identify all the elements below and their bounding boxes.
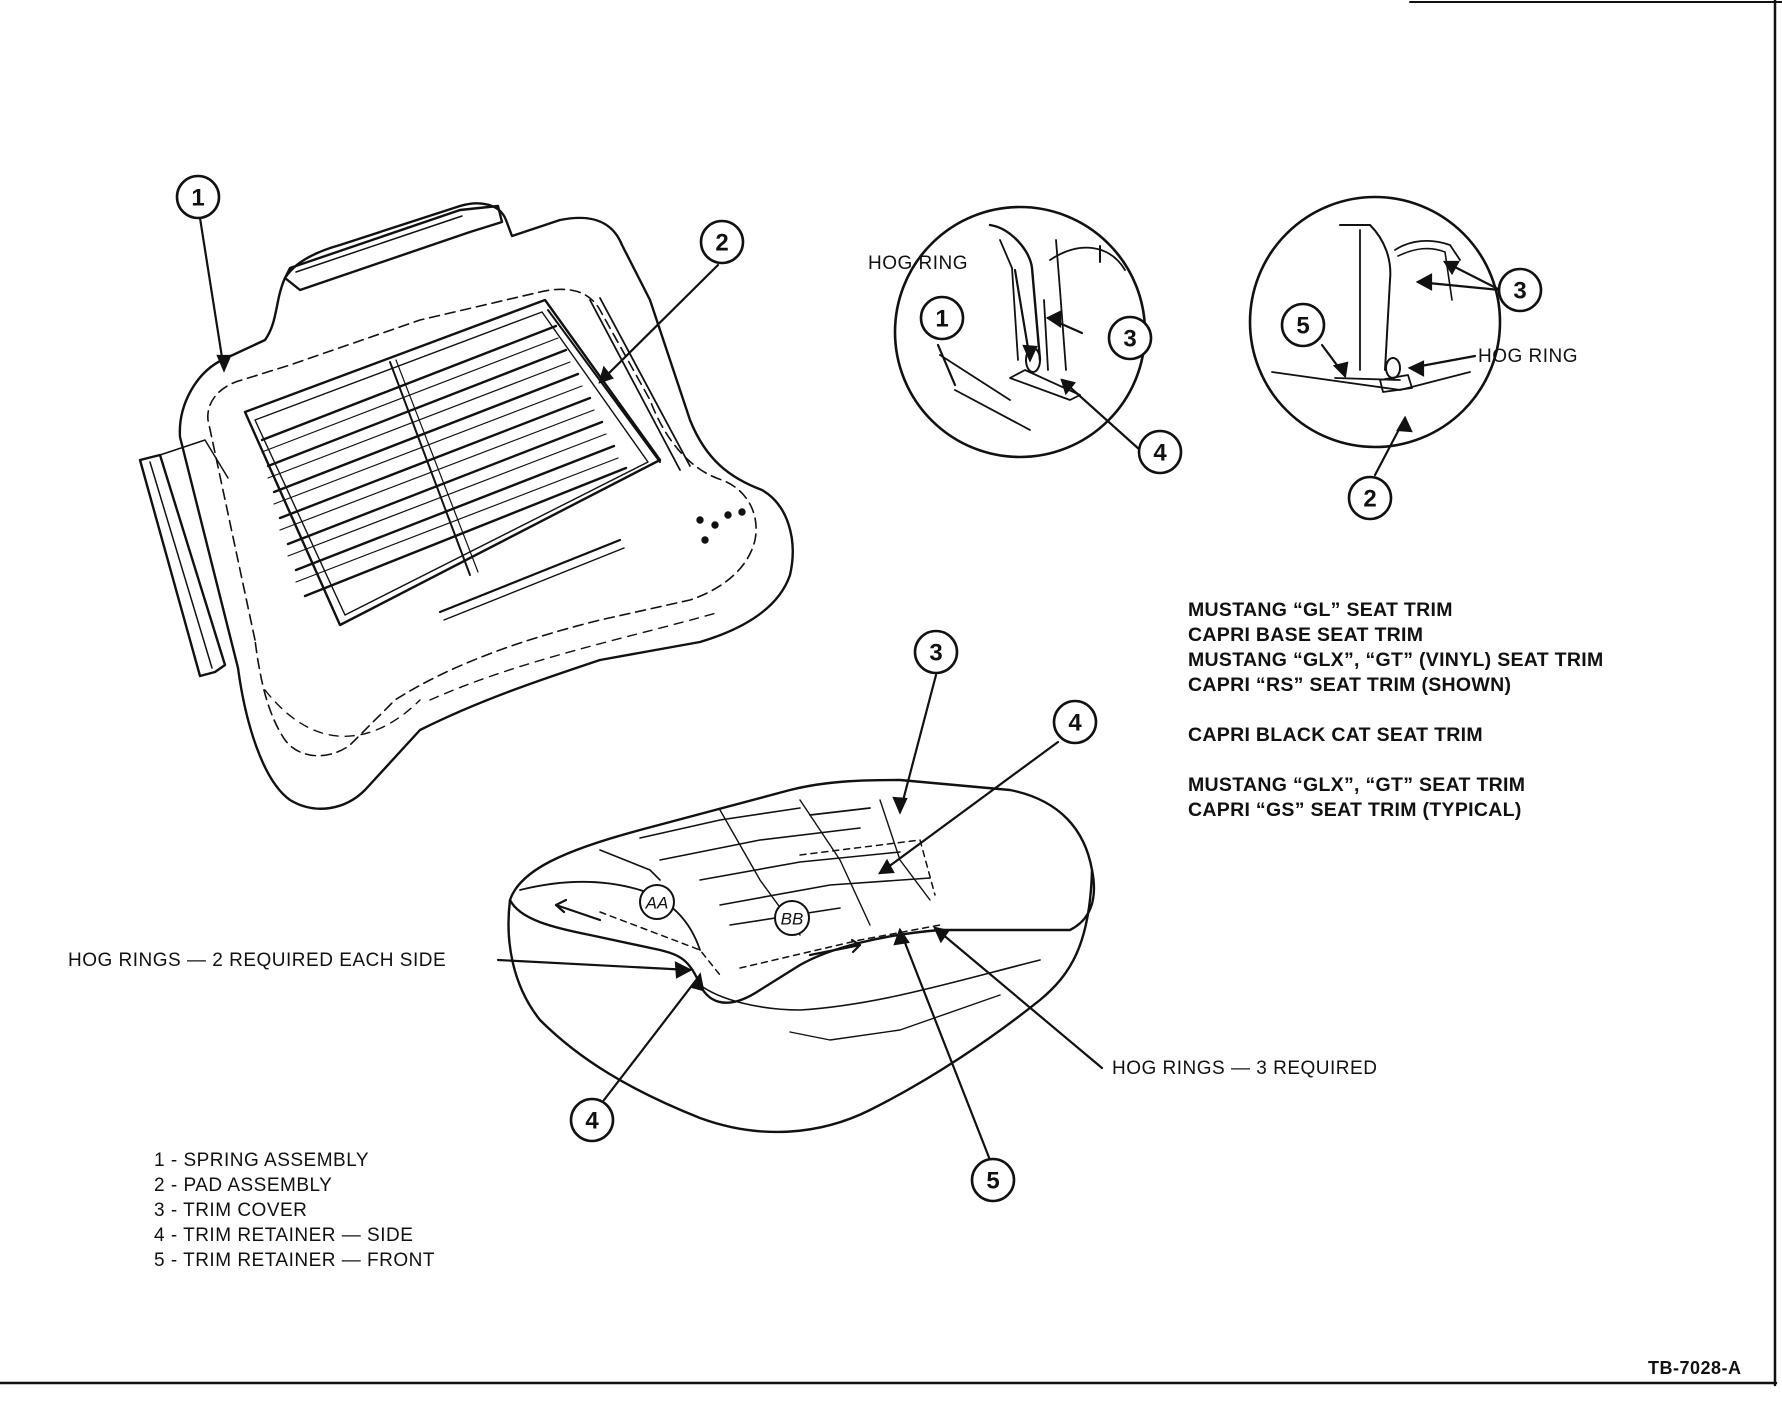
- trim-item: MUSTANG “GL” SEAT TRIM: [1188, 599, 1453, 621]
- hog-ring-detail-left: [893, 205, 1147, 459]
- callout-detail-right-5: 5: [1296, 313, 1309, 340]
- legend-item: 1 - SPRING ASSEMBLY: [154, 1150, 370, 1171]
- trim-item: MUSTANG “GLX”, “GT” SEAT TRIM: [1188, 774, 1526, 796]
- callout-trim-cover: 3: [929, 640, 942, 667]
- view-marker-aa: AA: [645, 894, 669, 913]
- callout-detail-right-3: 3: [1513, 278, 1526, 305]
- hog-ring-label-right: HOG RING: [1478, 346, 1579, 367]
- leader-lines: [198, 216, 1502, 1162]
- callout-retainer-side-lower: 4: [585, 1108, 599, 1135]
- trim-item: CAPRI BASE SEAT TRIM: [1188, 624, 1424, 646]
- callout-detail-left-3: 3: [1123, 326, 1136, 353]
- seat-frame-drawing: [138, 202, 794, 810]
- trim-item: CAPRI BLACK CAT SEAT TRIM: [1188, 724, 1483, 746]
- figure-id: TB-7028-A: [1648, 1358, 1742, 1378]
- trim-item: MUSTANG “GLX”, “GT” (VINYL) SEAT TRIM: [1188, 649, 1604, 671]
- hog-rings-side-label: HOG RINGS — 2 REQUIRED EACH SIDE: [68, 950, 447, 971]
- seat-trim-list: MUSTANG “GL” SEAT TRIM CAPRI BASE SEAT T…: [1188, 598, 1604, 823]
- callout-circles: [175, 174, 1543, 1203]
- callout-detail-left-4: 4: [1153, 440, 1167, 467]
- trim-item: CAPRI “RS” SEAT TRIM (SHOWN): [1188, 674, 1512, 696]
- hog-ring-label-left: HOG RING: [868, 253, 969, 274]
- legend-item: 2 - PAD ASSEMBLY: [154, 1175, 333, 1196]
- legend-item: 4 - TRIM RETAINER — SIDE: [154, 1225, 414, 1246]
- view-marker-bb: BB: [781, 910, 804, 929]
- callout-detail-right-2: 2: [1363, 486, 1376, 513]
- legend-item: 3 - TRIM COVER: [154, 1200, 308, 1221]
- hog-rings-front-label: HOG RINGS — 3 REQUIRED: [1112, 1058, 1378, 1079]
- trim-item: CAPRI “GS” SEAT TRIM (TYPICAL): [1188, 799, 1522, 821]
- callout-spring-assembly: 1: [191, 185, 204, 212]
- seat-cushion-drawing: [507, 778, 1096, 1134]
- hog-ring-detail-right: [1248, 195, 1502, 449]
- callout-retainer-front: 5: [986, 1168, 999, 1195]
- legend-item: 5 - TRIM RETAINER — FRONT: [154, 1250, 435, 1271]
- callout-detail-left-1: 1: [935, 306, 948, 333]
- callout-retainer-side-upper: 4: [1068, 710, 1082, 737]
- callout-pad-assembly: 2: [715, 230, 728, 257]
- parts-legend: 1 - SPRING ASSEMBLY 2 - PAD ASSEMBLY 3 -…: [154, 1148, 435, 1273]
